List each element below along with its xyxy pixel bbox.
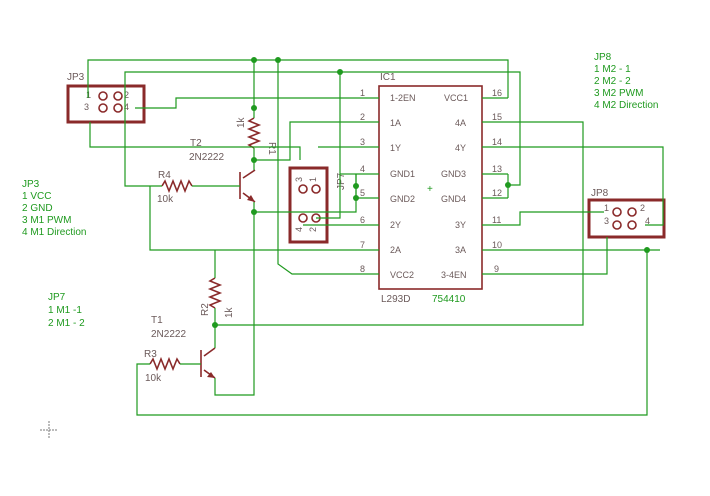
svg-text:2: 2 (308, 227, 318, 232)
svg-text:1: 1 (604, 203, 609, 213)
resistor-r1[interactable]: 1k R1 (236, 116, 277, 155)
jp7-connector[interactable]: JP7 3 1 4 2 (288, 166, 347, 244)
t2-name: T2 (190, 138, 202, 149)
jp3-label: JP3 (67, 72, 85, 83)
r2-name: R2 (200, 303, 211, 316)
ic-pin-number: 13 (492, 164, 502, 174)
ic-pin-number: 1 (360, 88, 365, 98)
ic-pin-name: VCC1 (444, 93, 468, 103)
ic-pin-number: 11 (492, 215, 501, 225)
t1-part: 2N2222 (151, 329, 186, 340)
svg-text:4: 4 (294, 227, 304, 232)
ic-pin-number: 14 (492, 137, 502, 147)
r1-value: 1k (236, 116, 247, 128)
svg-text:1 M2 - 1: 1 M2 - 1 (594, 64, 631, 75)
svg-text:2: 2 (124, 90, 129, 100)
ic-right-pin-stubs (482, 97, 508, 275)
svg-text:JP8: JP8 (594, 52, 612, 63)
ic-pin-number: 9 (494, 264, 499, 274)
junctions (212, 57, 650, 328)
svg-text:4 M2 Direction: 4 M2 Direction (594, 100, 658, 111)
ic-pin-number: 3 (360, 137, 365, 147)
ic-pin-number: 2 (360, 112, 365, 122)
r4-value: 10k (157, 194, 174, 205)
ic-pin-number: 4 (360, 164, 365, 174)
ic-pin-name: 4A (455, 118, 466, 128)
t1-name: T1 (151, 315, 163, 326)
ic-name: IC1 (380, 72, 396, 83)
ic-pin-name: GND4 (441, 194, 466, 204)
svg-text:3 M2 PWM: 3 M2 PWM (594, 88, 643, 99)
ic-pin-name: GND3 (441, 169, 466, 179)
r2-value: 1k (224, 306, 235, 318)
jp8-connector[interactable]: JP8 1 2 3 4 (587, 188, 666, 239)
svg-text:2 GND: 2 GND (22, 203, 53, 214)
ic-pin-labels: 1 2 3 4 5 6 7 8 1-2EN 1A 1Y GND1 GND2 2Y… (360, 88, 502, 280)
r4-name: R4 (158, 170, 171, 181)
ic-l293d[interactable]: IC1 L293D 754410 + (378, 72, 483, 305)
svg-text:4: 4 (645, 216, 650, 226)
svg-text:2: 2 (640, 203, 645, 213)
ic-left-pin-stubs (355, 97, 379, 275)
ic-pin-name: 4Y (455, 143, 466, 153)
ic-pin-name: 1A (390, 118, 401, 128)
svg-text:2 M1 - 2: 2 M1 - 2 (48, 318, 85, 329)
resistor-r4[interactable]: R4 10k (157, 170, 193, 205)
svg-text:1 VCC: 1 VCC (22, 191, 51, 202)
ic-pin-name: 1-2EN (390, 93, 416, 103)
ic-pin-number: 15 (492, 112, 502, 122)
ic-part: L293D (381, 294, 410, 305)
ic-pin-name: GND1 (390, 169, 415, 179)
r3-value: 10k (145, 373, 162, 384)
ic-pin-name: GND2 (390, 194, 415, 204)
svg-text:1 M1 -1: 1 M1 -1 (48, 305, 82, 316)
ic-pin-name: 2A (390, 245, 401, 255)
svg-text:4: 4 (124, 102, 129, 112)
ic-pin-number: 8 (360, 264, 365, 274)
jp7-label: JP7 (336, 172, 347, 190)
r3-name: R3 (144, 349, 157, 360)
svg-text:1: 1 (308, 177, 318, 182)
origin-crosshair (40, 421, 58, 439)
note-jp7: JP7 1 M1 -1 2 M1 - 2 (48, 292, 85, 329)
ic-pin-number: 12 (492, 188, 502, 198)
note-jp8: JP8 1 M2 - 1 2 M2 - 2 3 M2 PWM 4 M2 Dire… (594, 52, 658, 111)
svg-text:3: 3 (294, 177, 304, 182)
ic-pin-number: 7 (360, 240, 365, 250)
ic-value: 754410 (432, 294, 466, 305)
ic-pin-name: 2Y (390, 220, 401, 230)
svg-text:2 M2 - 2: 2 M2 - 2 (594, 76, 631, 87)
t2-part: 2N2222 (189, 152, 224, 163)
svg-text:JP7: JP7 (48, 292, 66, 303)
jp3-connector[interactable]: JP3 1 2 3 4 (66, 72, 146, 124)
ic-pin-number: 16 (492, 88, 502, 98)
resistor-r2[interactable]: R2 1k (200, 277, 235, 318)
svg-text:3: 3 (84, 102, 89, 112)
svg-text:4 M1 Direction: 4 M1 Direction (22, 227, 86, 238)
transistor-t1[interactable]: T1 2N2222 (151, 315, 216, 379)
ic-pin-number: 6 (360, 215, 365, 225)
transistor-t2[interactable]: T2 2N2222 (189, 138, 256, 203)
jp8-label: JP8 (591, 188, 609, 199)
ic-pin-name: 3A (455, 245, 466, 255)
svg-text:3 M1 PWM: 3 M1 PWM (22, 215, 71, 226)
ic-pin-number: 10 (492, 240, 502, 250)
wires (87, 59, 664, 416)
r1-name: R1 (266, 142, 277, 155)
ic-pin-name: 3Y (455, 220, 466, 230)
svg-text:3: 3 (604, 216, 609, 226)
ic-origin-mark: + (427, 184, 433, 195)
svg-text:JP3: JP3 (22, 179, 40, 190)
note-jp3: JP3 1 VCC 2 GND 3 M1 PWM 4 M1 Direction (22, 179, 86, 238)
ic-pin-name: 1Y (390, 143, 401, 153)
ic-pin-number: 5 (360, 188, 365, 198)
ic-pin-name: 3-4EN (441, 270, 467, 280)
resistor-r3[interactable]: R3 10k (144, 349, 181, 384)
ic-pin-name: VCC2 (390, 270, 414, 280)
